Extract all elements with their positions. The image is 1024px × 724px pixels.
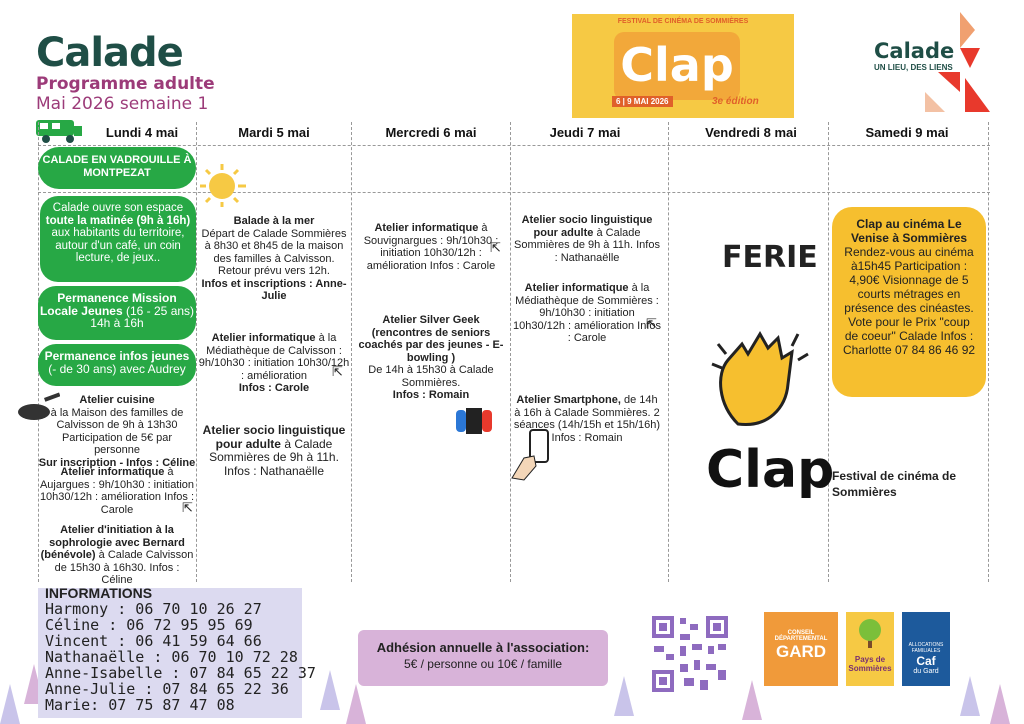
clap-banner-title: Clap bbox=[614, 32, 740, 100]
event-open-space: Calade ouvre son espace toute la matinée… bbox=[40, 196, 196, 282]
adhesion-title: Adhésion annuelle à l'association: bbox=[376, 640, 590, 655]
adhesion-banner: Adhésion annuelle à l'association: 5€ / … bbox=[358, 630, 608, 686]
informations-title: INFORMATIONS bbox=[45, 585, 153, 601]
day-header-mercredi: Mercredi 6 mai bbox=[385, 125, 477, 140]
event-socio-mardi: Atelier socio linguistique pour adulte à… bbox=[202, 423, 346, 478]
game-console-icon bbox=[454, 402, 494, 443]
pan-icon bbox=[14, 392, 61, 427]
adhesion-price: 5€ / personne ou 10€ / famille bbox=[403, 657, 563, 671]
grid-line bbox=[38, 145, 990, 146]
clap-festival-logo: Clap bbox=[706, 440, 835, 500]
event-socio-jeudi: Atelier socio linguistique pour adulte à… bbox=[514, 214, 660, 264]
contact-line: Harmony : 06 70 10 26 27 bbox=[45, 600, 262, 618]
tree-decoration bbox=[320, 670, 340, 710]
day-header-lundi: Lundi 4 mai bbox=[105, 125, 179, 140]
calade-logo-tagline: UN LIEU, DES LIENS bbox=[874, 63, 953, 72]
grid-line bbox=[196, 122, 197, 582]
grid-line bbox=[828, 122, 829, 582]
event-info-jeudi: Atelier informatique à la Médiathèque de… bbox=[513, 282, 661, 344]
event-silver-geek: Atelier Silver Geek (rencontres de senio… bbox=[358, 314, 504, 401]
grid-line bbox=[38, 192, 990, 193]
grid-line bbox=[668, 122, 669, 582]
contact-line: Anne-Isabelle : 07 84 65 22 37 bbox=[45, 664, 316, 682]
smartphone-icon bbox=[508, 428, 554, 487]
clap-banner-festival: FESTIVAL DE CINÉMA DE SOMMIÈRES bbox=[617, 18, 749, 25]
grid-line bbox=[988, 122, 989, 582]
clapping-hands-icon bbox=[708, 324, 818, 441]
informations-panel bbox=[38, 588, 302, 718]
caf-logo: ALLOCATIONS FAMILIALES Caf du Gard bbox=[902, 612, 950, 686]
event-info-mardi: Atelier informatique à la Médiathèque de… bbox=[198, 332, 350, 394]
clap-festival-subtitle: Festival de cinéma de Sommières bbox=[832, 469, 957, 499]
day-header-jeudi: Jeudi 7 mai bbox=[549, 125, 621, 140]
day-header-samedi: Samedi 9 mai bbox=[865, 125, 949, 140]
calade-logo-name: Calade bbox=[874, 39, 955, 63]
tree-decoration bbox=[990, 684, 1010, 724]
contact-line: Marie: 07 75 87 47 08 bbox=[45, 696, 235, 714]
event-sophro: Atelier d'initiation à la sophrologie av… bbox=[40, 524, 194, 586]
program-subtitle: Programme adulte bbox=[36, 74, 215, 94]
clap-banner: FESTIVAL DE CINÉMA DE SOMMIÈRES Clap 6 |… bbox=[572, 14, 794, 118]
event-clap-venise: Clap au cinéma Le Venise à Sommières Ren… bbox=[832, 207, 986, 397]
tree-decoration bbox=[614, 676, 634, 716]
brand-title: Calade bbox=[36, 30, 184, 76]
gard-logo: CONSEIL DÉPARTEMENTAL GARD bbox=[764, 612, 838, 686]
tree-decoration bbox=[742, 680, 762, 720]
event-info-mercredi: Atelier informatique à Souvignargues : 9… bbox=[363, 222, 499, 272]
contact-line: Céline : 06 72 95 95 69 bbox=[45, 616, 253, 634]
event-smartphone: Atelier Smartphone, de 14h à 16h à Calad… bbox=[513, 394, 661, 444]
day-header-vendredi: Vendredi 8 mai bbox=[705, 125, 797, 140]
contact-line: Vincent : 06 41 59 64 66 bbox=[45, 632, 262, 650]
cursor-icon: ⇱ bbox=[646, 316, 657, 331]
grid-line bbox=[510, 122, 511, 582]
tree-decoration bbox=[0, 684, 20, 724]
clap-banner-edition: 3e édition bbox=[712, 96, 759, 107]
contact-line: Anne-Julie : 07 84 65 22 36 bbox=[45, 680, 289, 698]
van-icon bbox=[32, 116, 84, 144]
calade-logo-icon bbox=[925, 12, 990, 112]
event-vadrouille: CALADE EN VADROUILLE À MONTPEZAT bbox=[38, 147, 196, 189]
grid-line bbox=[351, 122, 352, 582]
event-infos-jeunes: Permanence infos jeunes (- de 30 ans) av… bbox=[38, 344, 196, 386]
grid-line bbox=[38, 122, 39, 582]
event-cuisine: Atelier cuisine à la Maison des familles… bbox=[38, 394, 196, 469]
week-label: Mai 2026 semaine 1 bbox=[36, 94, 209, 114]
tree-decoration bbox=[346, 684, 366, 724]
pays-sommieres-logo: Pays de Sommières bbox=[846, 612, 894, 686]
sun-icon bbox=[196, 162, 250, 213]
ferie-label: FERIE bbox=[722, 240, 818, 275]
event-info-lundi: Atelier informatique à Aujargues : 9h/10… bbox=[39, 466, 195, 516]
tree-decoration bbox=[960, 676, 980, 716]
cursor-icon: ⇱ bbox=[490, 240, 501, 255]
event-mission-locale: Permanence Mission Locale Jeunes (16 - 2… bbox=[38, 286, 196, 340]
event-balade: Balade à la mer Départ de Calade Sommièr… bbox=[201, 215, 347, 302]
cursor-icon: ⇱ bbox=[332, 364, 343, 379]
cursor-icon: ⇱ bbox=[182, 500, 193, 515]
qr-code-icon[interactable] bbox=[650, 614, 730, 694]
clap-banner-dates: 6 | 9 MAI 2026 bbox=[612, 96, 673, 107]
day-header-mardi: Mardi 5 mai bbox=[238, 125, 310, 140]
contact-line: Nathanaëlle : 06 70 10 72 28 bbox=[45, 648, 298, 666]
